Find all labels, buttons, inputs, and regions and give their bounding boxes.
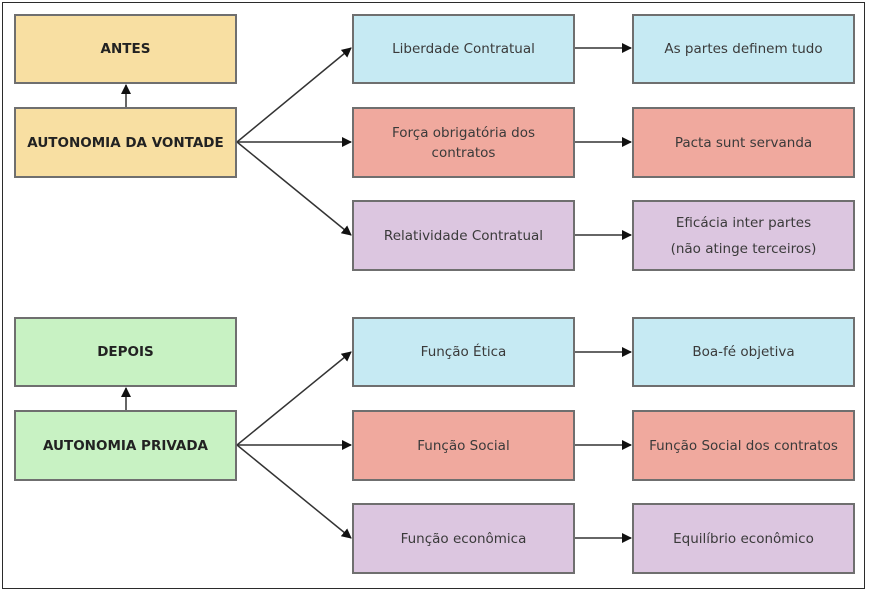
node-label: Liberdade Contratual <box>392 41 535 57</box>
node-antes: ANTES <box>14 14 237 84</box>
node-label: Força obrigatória dos contratos <box>391 124 536 161</box>
node-funcao-etica: Função Ética <box>352 317 575 387</box>
node-label: Função Social <box>417 437 510 454</box>
node-label: Função Ética <box>420 344 507 360</box>
node-label: Eficácia inter partes <box>675 214 812 231</box>
node-label: Função econômica <box>400 530 527 547</box>
node-label: As partes definem tudo <box>664 41 823 57</box>
node-equilibrio-economico: Equilíbrio econômico <box>632 503 855 574</box>
node-as-partes-definem-tudo: As partes definem tudo <box>632 14 855 84</box>
node-funcao-social: Função Social <box>352 410 575 481</box>
node-eficacia-inter-partes: Eficácia inter partes (não atinge tercei… <box>632 200 855 271</box>
node-label: Equilíbrio econômico <box>673 530 814 547</box>
node-depois-label: DEPOIS <box>97 344 154 360</box>
node-forca-obrigatoria: Força obrigatória dos contratos <box>352 107 575 178</box>
node-label: Pacta sunt servanda <box>674 134 813 151</box>
node-label: Função Social dos contratos <box>649 437 838 454</box>
node-label: Relatividade Contratual <box>383 227 544 244</box>
node-autonomia-da-vontade-label: AUTONOMIA DA VONTADE <box>27 134 224 151</box>
node-funcao-social-dos-contratos: Função Social dos contratos <box>632 410 855 481</box>
node-pacta-sunt-servanda: Pacta sunt servanda <box>632 107 855 178</box>
node-relatividade-contratual: Relatividade Contratual <box>352 200 575 271</box>
node-funcao-economica: Função econômica <box>352 503 575 574</box>
node-depois: DEPOIS <box>14 317 237 387</box>
node-label-line2: (não atinge terceiros) <box>670 240 817 257</box>
node-autonomia-privada: AUTONOMIA PRIVADA <box>14 410 237 481</box>
node-autonomia-privada-label: AUTONOMIA PRIVADA <box>42 437 208 454</box>
node-boa-fe-objetiva: Boa-fé objetiva <box>632 317 855 387</box>
node-antes-label: ANTES <box>100 41 151 57</box>
node-label: Boa-fé objetiva <box>692 344 795 360</box>
node-liberdade-contratual: Liberdade Contratual <box>352 14 575 84</box>
node-autonomia-da-vontade: AUTONOMIA DA VONTADE <box>14 107 237 178</box>
